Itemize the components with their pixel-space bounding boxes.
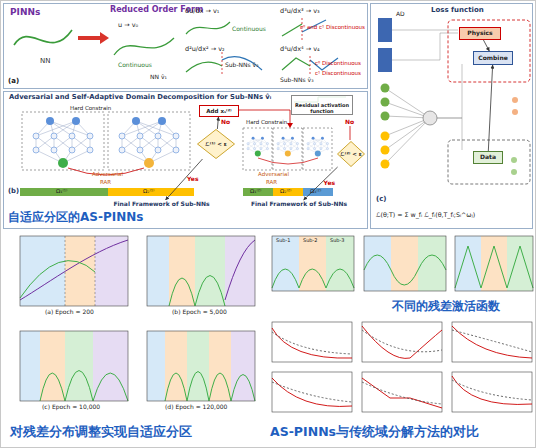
- node-text: (c): [376, 196, 387, 204]
- text-label: (d) Epoch = 120,000: [165, 404, 227, 411]
- text-label: 不同的残差激活函数: [392, 300, 500, 313]
- text-label: Continuous: [118, 62, 152, 69]
- diamond-shape: [338, 142, 365, 167]
- text-label: Sub-2: [303, 238, 318, 244]
- text-label: NN v̂₁: [150, 74, 167, 81]
- node-text: Final Framework of Sub-NNs: [251, 201, 347, 208]
- node-text: Final Framework of Sub-NNs: [113, 201, 209, 208]
- decision-diamond: ℒ⁽²⁾ < ε: [337, 141, 365, 167]
- text-label: Hard Constrain: [70, 105, 111, 111]
- text-label: c⁰ and c¹ Discontinuous: [300, 24, 365, 30]
- text-label: Sub-NNs v̂₂: [225, 62, 259, 69]
- text-label: Hard Constrain: [246, 119, 287, 125]
- text-label: c⁰ Discontinuous: [315, 60, 361, 66]
- connector: [483, 40, 489, 51]
- text-label: Sub-NNs v̂₃: [280, 77, 314, 84]
- node-text: Combine: [478, 55, 507, 62]
- text-label: Adversarial: [92, 171, 123, 177]
- edge-label: Yes: [324, 180, 335, 187]
- node-text: (a): [8, 78, 19, 86]
- text-label: Continuous: [232, 26, 266, 33]
- decision-diamond: ℒ⁽¹⁾ < ε: [197, 129, 235, 159]
- node-text: Adversarial and Self-Adaptive Domain Dec…: [9, 94, 271, 101]
- text-label: AD: [396, 11, 405, 18]
- text-label: Sub-3: [330, 238, 345, 244]
- text-label: d⁴u/dx⁴ → v₄: [280, 46, 320, 53]
- activation-box: Residual activation function: [291, 95, 353, 115]
- text-label: Ω₂⁽¹⁾: [143, 188, 154, 194]
- text-label: No: [345, 119, 354, 126]
- framework-bar: Final Framework of Sub-NNs: [109, 200, 214, 209]
- diamond-shape: [198, 130, 235, 159]
- text-label: d²u/dx² → v₂: [185, 46, 225, 53]
- node-text: Data: [480, 154, 496, 161]
- combine-box: Combine: [473, 51, 513, 65]
- node-text: ℒ⁽¹⁾ < ε: [205, 141, 227, 147]
- text-label: c¹ Discontinuous: [315, 70, 361, 76]
- connector: [304, 167, 338, 200]
- text-label: ℒ(θ;T) = Σ w_fᵢ ℒ_fᵢ(θ,T_fᵢ;Sᵢ^ωⱼ): [376, 212, 475, 219]
- text-label: RAR: [100, 179, 111, 185]
- physics-box: Physics: [459, 27, 501, 40]
- node-text: Add xₛ⁽²⁾: [206, 108, 231, 114]
- framework-bar: Final Framework of Sub-NNs: [244, 200, 354, 209]
- connector: [166, 159, 203, 200]
- text-label: Adversarial: [258, 171, 289, 177]
- text-label: 自适应分区的AS-PINNs: [8, 211, 143, 224]
- connector: [488, 65, 492, 151]
- node-text: Physics: [467, 30, 492, 37]
- data-box: Data: [473, 151, 503, 164]
- text-label: NN: [40, 58, 50, 66]
- node-text: ℒ⁽²⁾ < ε: [340, 151, 362, 157]
- process-box: Add xₛ⁽²⁾: [199, 105, 239, 117]
- text-label: (c) Epoch = 10,000: [42, 404, 100, 411]
- text-label: Ω₂⁽²⁾: [280, 188, 291, 194]
- text-label: 对残差分布调整实现自适应分区: [10, 425, 192, 439]
- text-label: u → v₀: [118, 22, 138, 29]
- text-label: (b) Epoch = 5,000: [172, 309, 227, 316]
- node-text: (b): [8, 188, 19, 195]
- panel-box: Adversarial and Self-Adaptive Domain Dec…: [3, 91, 368, 229]
- panel-box: Loss function (c) PhysicsCombineData: [370, 3, 533, 229]
- text-label: PINNs: [10, 8, 40, 18]
- edge-label: Yes: [187, 176, 198, 183]
- node-text: Residual activation function: [292, 103, 352, 114]
- text-label: Ω₃⁽²⁾: [310, 188, 321, 194]
- text-label: Ω₁⁽²⁾: [250, 188, 261, 194]
- text-label: Sub-1: [276, 238, 291, 244]
- edge-label: No: [221, 119, 230, 126]
- text-label: d³u/dx³ → v₃: [280, 8, 320, 15]
- node-text: Loss function: [431, 7, 484, 15]
- text-label: (a) Epoch = 200: [45, 309, 94, 316]
- text-label: du/dx → v₁: [185, 8, 219, 15]
- text-label: Ω₁⁽¹⁾: [56, 188, 67, 194]
- text-label: AS-PINNs与传统域分解方法的对比: [270, 425, 479, 439]
- text-label: RAR: [266, 179, 277, 185]
- connector: [217, 117, 218, 129]
